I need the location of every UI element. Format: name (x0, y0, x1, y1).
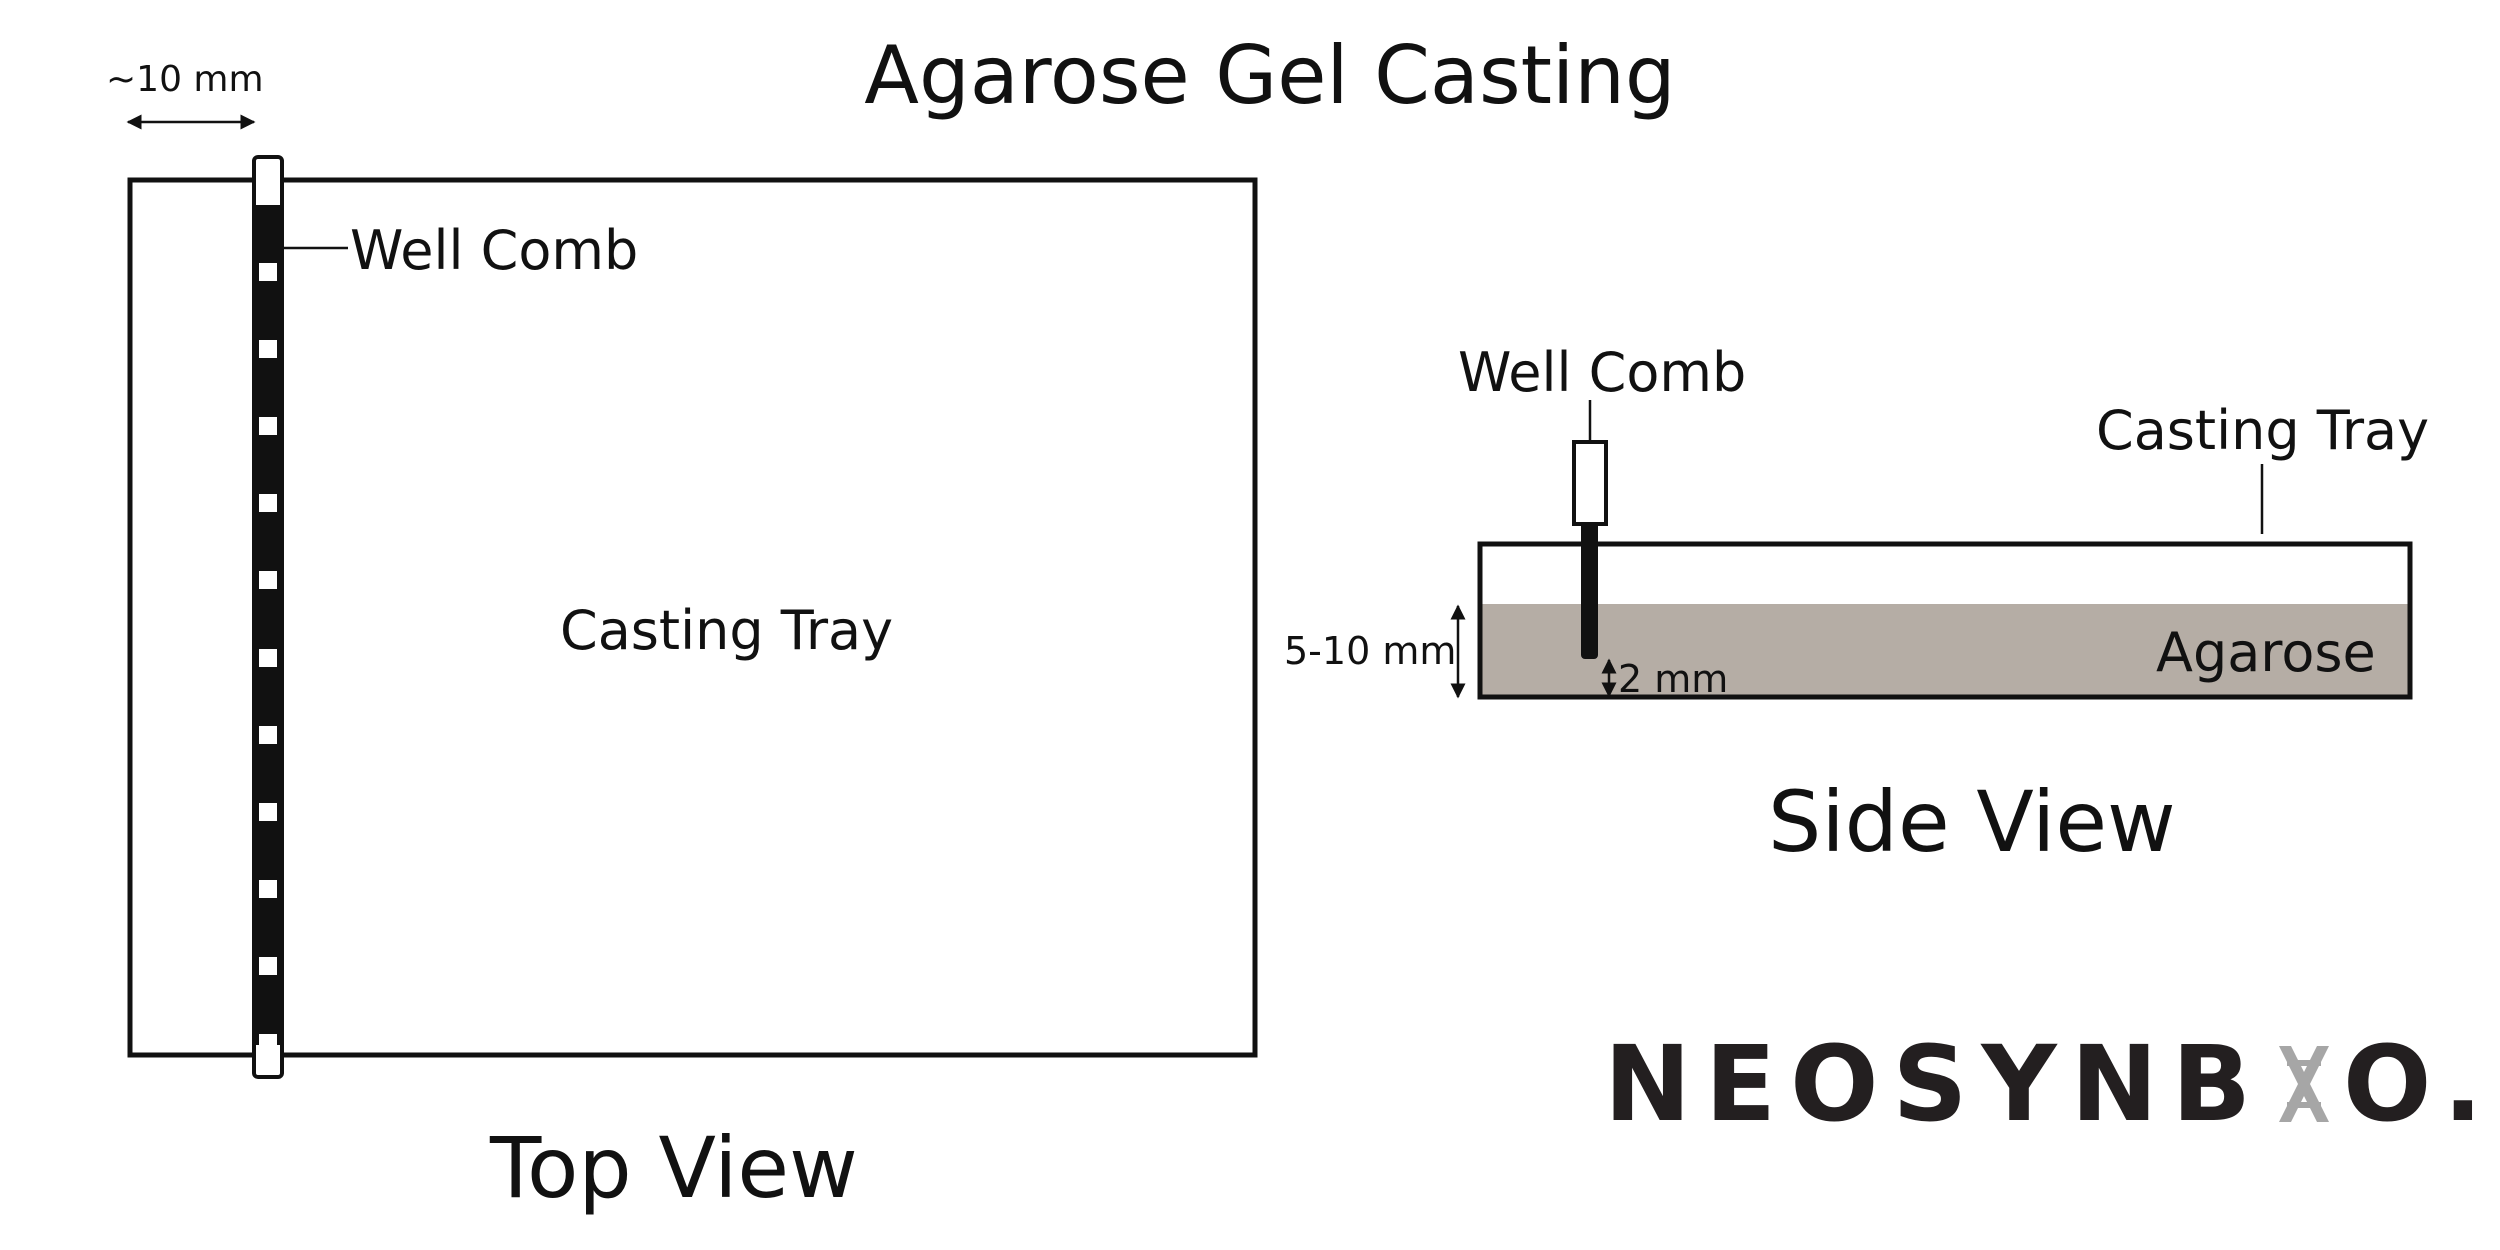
comb-width-label: ~10 mm (106, 59, 264, 100)
comb-gap-label: 2 mm (1618, 657, 1729, 701)
side-well-comb-handle (1572, 440, 1608, 526)
side-well-comb-label: Well Comb (1458, 341, 1747, 404)
comb-tooth (259, 494, 277, 512)
comb-tooth (259, 726, 277, 744)
logo-text-end: O. (2343, 1023, 2497, 1145)
dna-helix-icon (2279, 1046, 2330, 1122)
diagram-title: Agarose Gel Casting (864, 29, 1676, 122)
comb-tooth (259, 803, 277, 821)
comb-tooth (259, 417, 277, 435)
agarose-label: Agarose (2156, 621, 2376, 684)
comb-tooth (259, 571, 277, 589)
side-well-comb-blade (1581, 522, 1598, 659)
top-well-comb-label: Well Comb (350, 219, 639, 282)
top-well-comb-teeth (259, 186, 277, 1052)
comb-tooth (259, 263, 277, 281)
side-casting-tray-label: Casting Tray (2096, 399, 2430, 462)
side-casting-tray-outline (1477, 541, 2413, 700)
logo-text-start: NEOSYNB (1604, 1023, 2266, 1145)
top-casting-tray-outline (127, 177, 1258, 1058)
gel-depth-label: 5-10 mm (1284, 629, 1457, 673)
comb-tooth (259, 880, 277, 898)
comb-tooth (259, 186, 277, 204)
comb-tooth (259, 649, 277, 667)
top-casting-tray-label: Casting Tray (560, 599, 894, 662)
top-view-caption: Top View (490, 1119, 858, 1217)
top-well-comb-bar (256, 205, 280, 1045)
comb-tooth (259, 340, 277, 358)
side-view-caption: Side View (1768, 773, 2176, 871)
side-agarose-fill (1480, 604, 2410, 697)
comb-tooth (259, 1034, 277, 1052)
comb-tooth (259, 957, 277, 975)
